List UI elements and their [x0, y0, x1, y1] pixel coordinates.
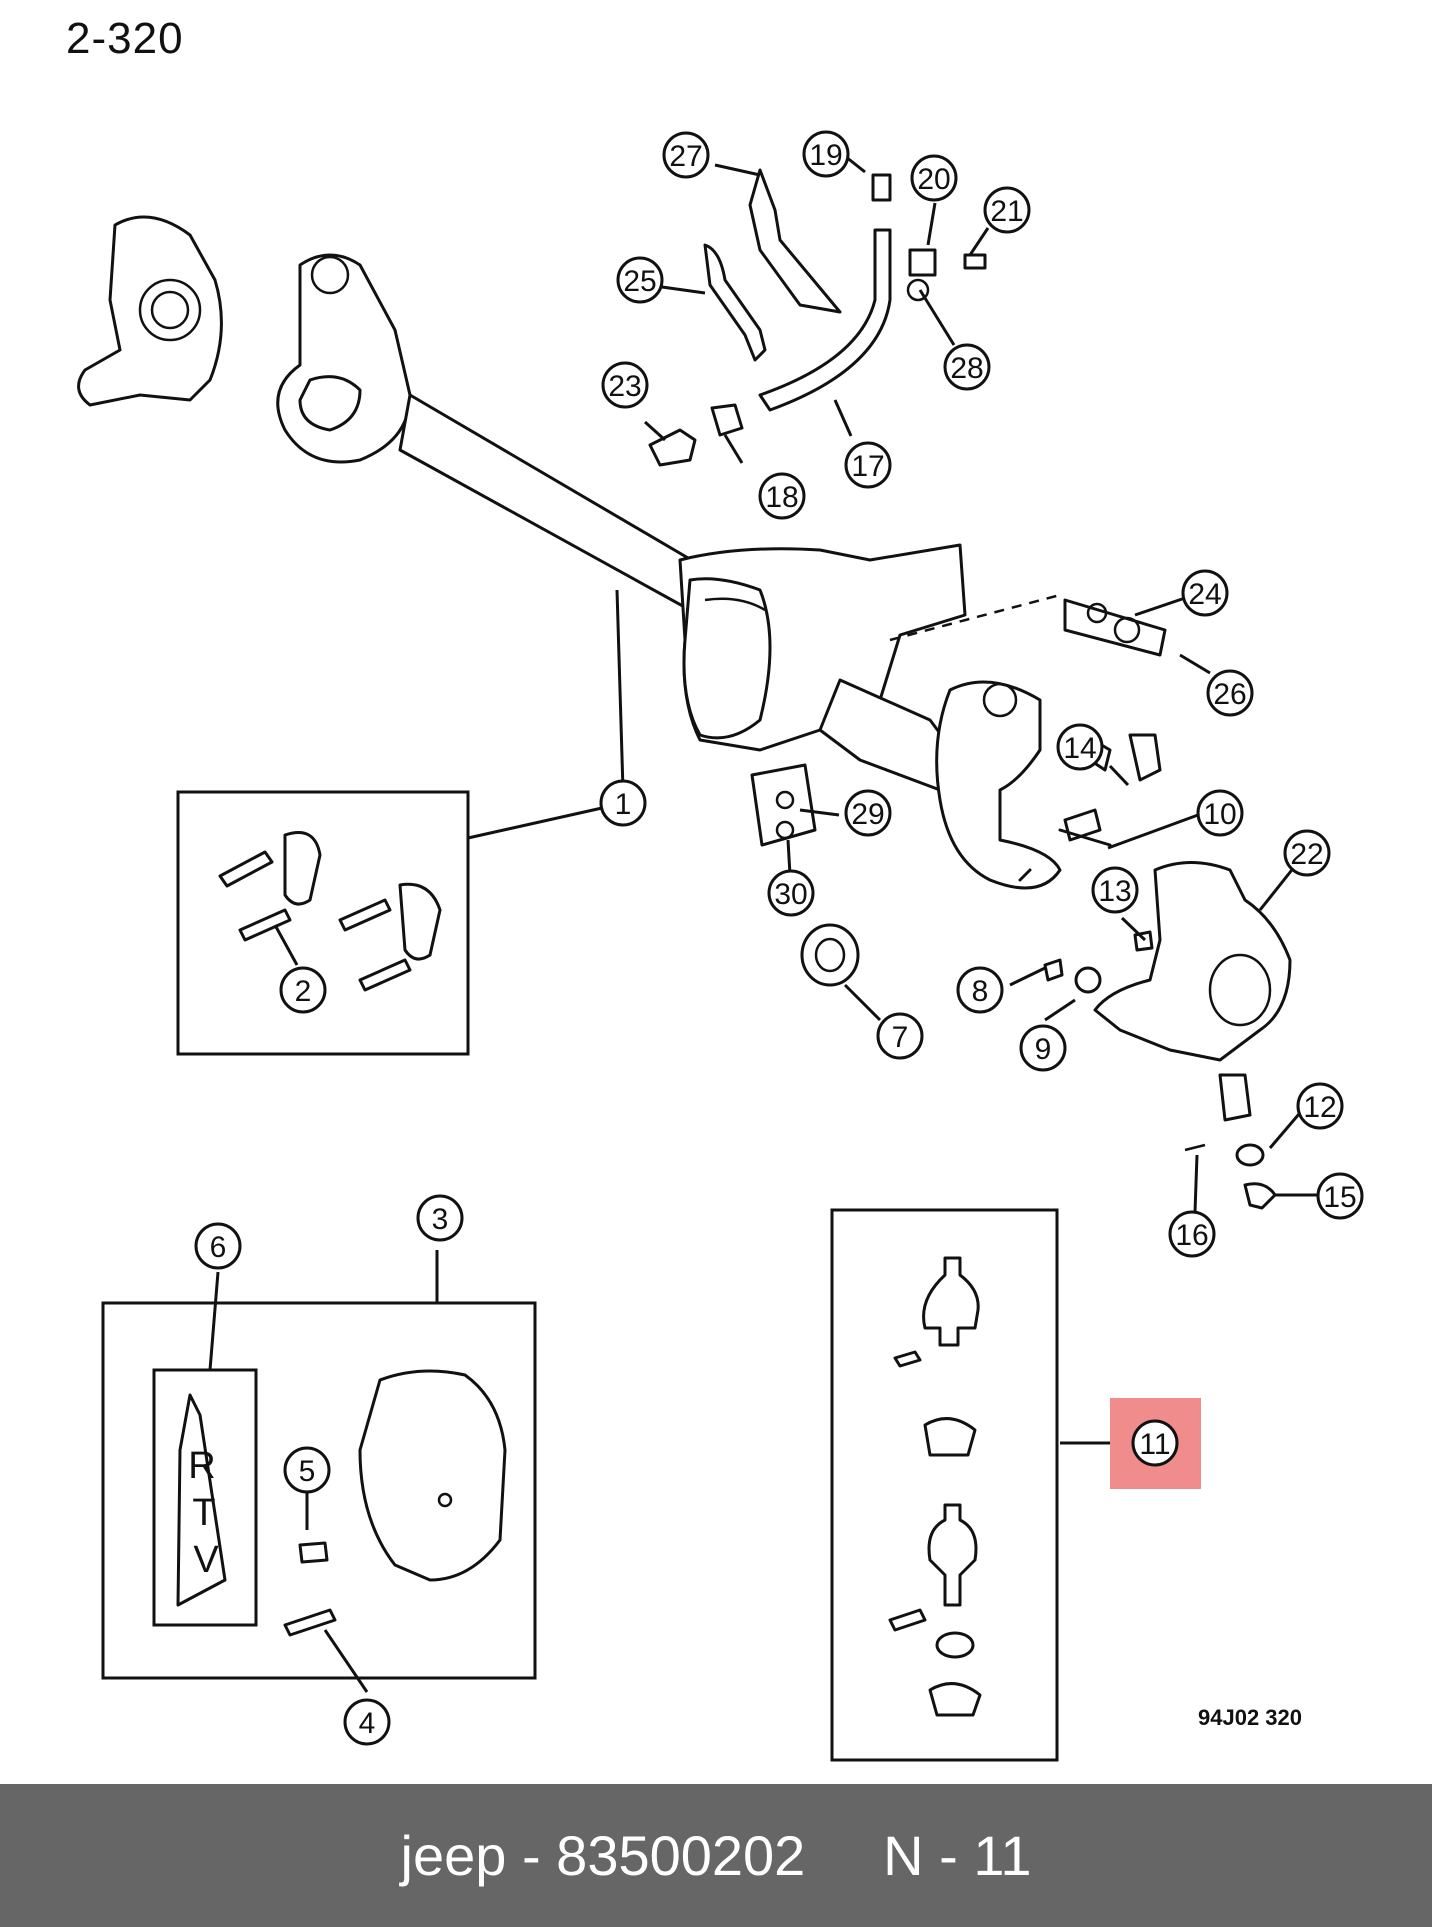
callout-2: 2: [279, 966, 327, 1014]
box-part-11: [830, 1208, 1059, 1762]
svg-text:8: 8: [972, 975, 989, 1008]
svg-text:20: 20: [917, 163, 950, 196]
differential-cover: [358, 1369, 507, 1582]
callout-6: 6: [194, 1222, 242, 1270]
callout-22: 22: [1283, 829, 1331, 877]
svg-text:26: 26: [1213, 678, 1246, 711]
svg-text:25: 25: [623, 265, 656, 298]
box-part-6: [152, 1368, 258, 1627]
callout-3: 3: [416, 1194, 464, 1242]
callout-7: 7: [876, 1012, 924, 1060]
callout-4: 4: [343, 1698, 391, 1746]
callout-12: 12: [1296, 1082, 1344, 1130]
callout-20: 20: [910, 154, 958, 202]
svg-text:21: 21: [990, 195, 1023, 228]
callout-10: 10: [1196, 789, 1244, 837]
svg-text:24: 24: [1188, 578, 1221, 611]
callout-24: 24: [1181, 569, 1229, 617]
hardware-parts: [648, 168, 1277, 1210]
callout-19: 19: [802, 130, 850, 178]
svg-text:9: 9: [1035, 1033, 1052, 1066]
footer-part-number: 83500202: [556, 1824, 806, 1887]
callout-5: 5: [283, 1446, 331, 1494]
callout-8: 8: [956, 966, 1004, 1014]
callout-9: 9: [1019, 1024, 1067, 1072]
svg-text:28: 28: [950, 352, 983, 385]
callout-16: 16: [1168, 1210, 1216, 1258]
svg-text:29: 29: [851, 798, 884, 831]
svg-text:14: 14: [1063, 732, 1096, 765]
svg-text:13: 13: [1098, 875, 1131, 908]
svg-text:16: 16: [1175, 1219, 1208, 1252]
box-part-1-hardware: [218, 831, 442, 992]
svg-text:4: 4: [359, 1707, 376, 1740]
svg-text:18: 18: [765, 481, 798, 514]
ball-joint-kit: [888, 1256, 982, 1717]
callout-11: 11: [1131, 1419, 1179, 1467]
footer-position: N - 11: [883, 1824, 1032, 1887]
svg-text:23: 23: [608, 370, 641, 403]
svg-text:15: 15: [1323, 1181, 1356, 1214]
svg-text:11: 11: [1139, 1428, 1170, 1461]
axle-housing: [276, 253, 1062, 890]
svg-text:3: 3: [432, 1203, 449, 1236]
footer-bar: jeep - 83500202 N - 11: [0, 1784, 1432, 1927]
svg-text:10: 10: [1203, 798, 1236, 831]
steering-knuckle-left: [77, 215, 223, 407]
footer-brand: jeep: [400, 1824, 507, 1887]
svg-text:5: 5: [299, 1455, 316, 1488]
callout-17: 17: [844, 441, 892, 489]
callout-27: 27: [662, 131, 710, 179]
callout-21: 21: [983, 186, 1031, 234]
callout-1: 1: [599, 779, 647, 827]
callout-23: 23: [601, 361, 649, 409]
svg-text:22: 22: [1290, 838, 1323, 871]
dashed-connector: [889, 593, 1061, 642]
svg-text:1: 1: [615, 788, 632, 821]
drawing-code: 94J02 320: [1198, 1705, 1302, 1730]
box-part-3-hardware: [283, 1541, 337, 1637]
callout-13: 13: [1091, 866, 1139, 914]
box-part-3: [101, 1301, 537, 1680]
page-number: 2-320: [66, 14, 184, 63]
leader-lines: [208, 151, 1320, 1693]
callout-18: 18: [758, 472, 806, 520]
footer-gap: [805, 1823, 883, 1888]
rtv-tube: R T V: [176, 1393, 227, 1607]
box-part-1: [176, 790, 470, 1056]
axle-exploded-diagram: R T V: [77, 130, 1364, 1762]
callout-28: 28: [943, 343, 991, 391]
callout-26: 26: [1206, 669, 1254, 717]
svg-text:6: 6: [210, 1231, 227, 1264]
callout-14: 14: [1056, 723, 1104, 771]
svg-text:2: 2: [295, 975, 312, 1008]
svg-text:30: 30: [774, 878, 807, 911]
footer-separator-2: [541, 1823, 557, 1888]
callout-25: 25: [616, 256, 664, 304]
rtv-label-t: T: [192, 1492, 215, 1534]
callout-29: 29: [844, 789, 892, 837]
svg-text:12: 12: [1303, 1091, 1336, 1124]
callout-30: 30: [767, 869, 815, 917]
svg-text:19: 19: [809, 139, 842, 172]
steering-knuckle-right: [1093, 861, 1292, 1062]
footer-separator: [506, 1823, 522, 1888]
svg-text:17: 17: [851, 450, 884, 483]
rtv-label-r: R: [188, 1445, 215, 1487]
svg-text:7: 7: [892, 1021, 909, 1054]
footer-dash: -: [521, 1824, 541, 1887]
callout-15: 15: [1316, 1172, 1364, 1220]
rtv-label-v: V: [193, 1539, 219, 1581]
svg-text:27: 27: [669, 140, 702, 173]
